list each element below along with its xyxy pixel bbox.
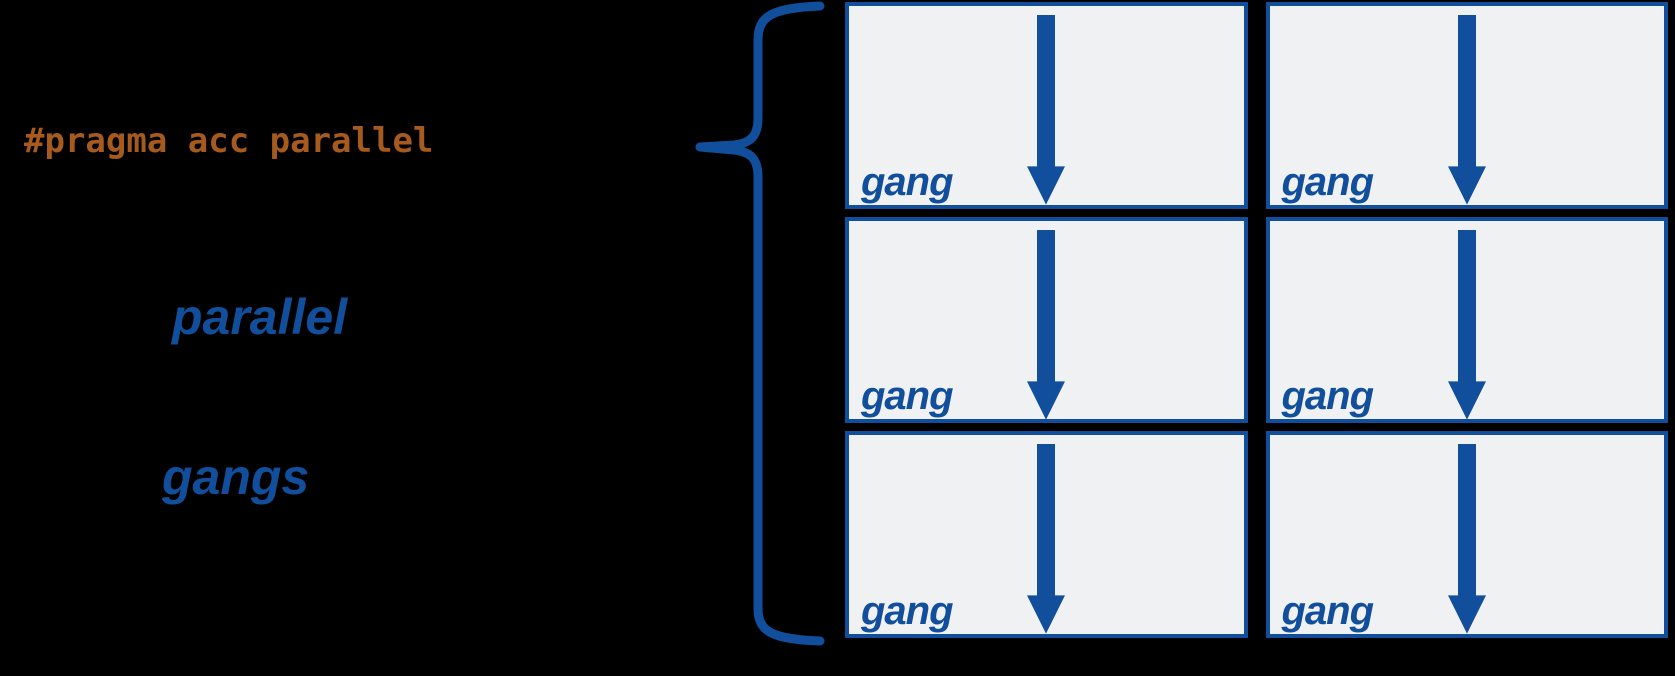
gang-label: gang	[861, 374, 954, 419]
gang-box: gang	[1265, 431, 1668, 638]
down-arrow-icon	[1447, 444, 1486, 634]
label-gangs: gangs	[162, 449, 310, 505]
label-parallel: parallel	[172, 289, 348, 345]
down-arrow-icon	[1027, 15, 1066, 205]
gang-label: gang	[861, 589, 954, 633]
down-arrow-icon	[1447, 15, 1486, 205]
gang-label: gang	[1281, 589, 1375, 633]
down-arrow-icon	[1447, 229, 1486, 420]
gang-box: gang	[1265, 2, 1668, 209]
gang-box: gang	[1265, 216, 1668, 424]
down-arrow-icon	[1027, 229, 1066, 420]
gang-label: gang	[1281, 374, 1375, 419]
gang-label: gang	[1281, 159, 1375, 204]
gang-grid: gang gang gang gang gang	[845, 2, 1668, 638]
gang-label: gang	[861, 159, 954, 204]
curly-brace-icon	[695, 1, 825, 646]
gang-box: gang	[845, 2, 1248, 209]
gang-box: gang	[845, 216, 1248, 424]
gang-box: gang	[845, 431, 1248, 638]
pragma-directive-text: #pragma acc parallel	[24, 121, 434, 161]
down-arrow-icon	[1027, 444, 1066, 634]
